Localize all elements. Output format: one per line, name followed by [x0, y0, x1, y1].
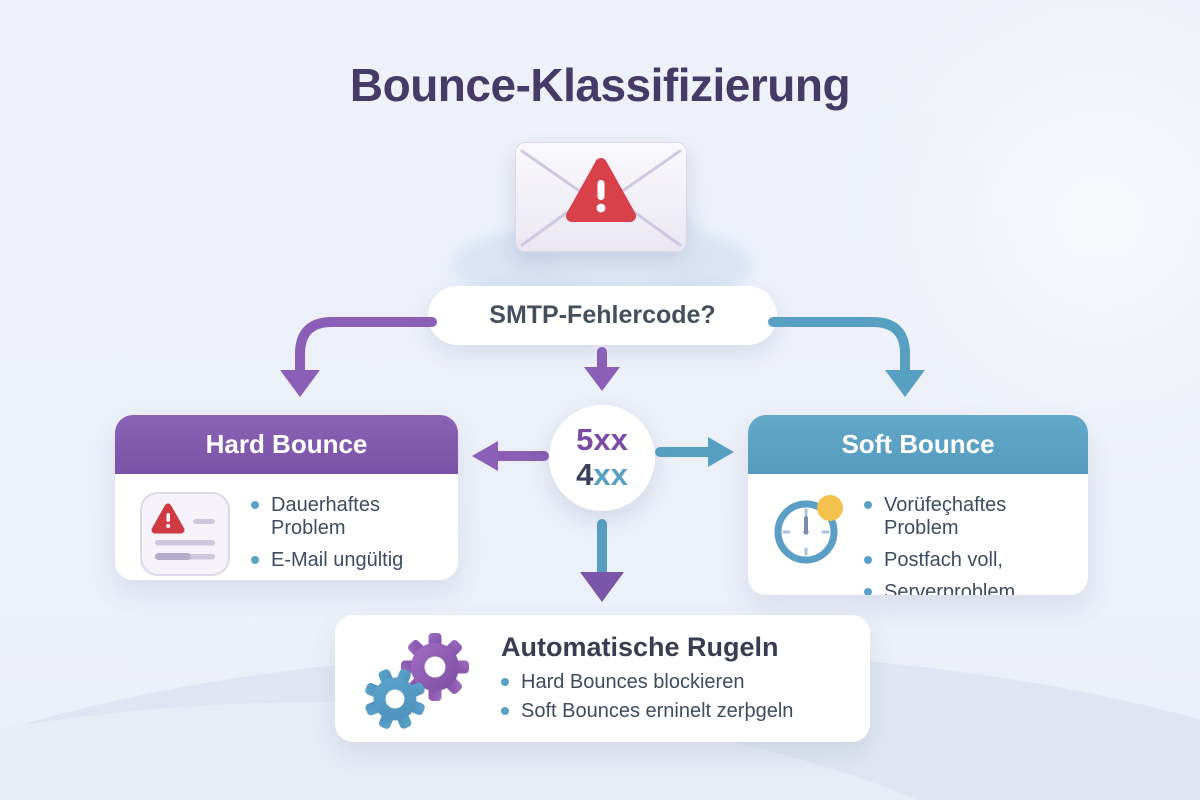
hard-bounce-header: Hard Bounce [115, 415, 458, 474]
hard-bounce-card: Hard Bounce Dauerhaftes Problem E-Mail u… [115, 415, 458, 580]
smtp-code-circle: 5xx 4xx [549, 405, 655, 511]
soft-bounce-card: Soft Bounce Vorüfeçhaftes Problem Postfa… [748, 415, 1088, 595]
bullet-dot-icon [864, 556, 872, 564]
arrow-circle-to-hard [472, 441, 549, 471]
arrow-circle-to-soft [655, 437, 734, 467]
list-item: Serverproblem [864, 581, 1074, 595]
bullet-dot-icon [251, 556, 259, 564]
page-title: Bounce-Klassifizierung [349, 59, 851, 111]
rules-card: Automatische Rugeln Hard Bounces blockie… [335, 615, 870, 742]
arrow-pill-to-hard [280, 317, 437, 397]
list-item: Dauerhaftes Problem [251, 494, 444, 540]
rules-title: Automatische Rugeln [501, 632, 779, 662]
document-alert-icon [140, 492, 230, 576]
question-pill: SMTP-Fehlercode? [428, 286, 777, 345]
code-5xx: 5xx [576, 422, 628, 458]
arrow-pill-to-circle [584, 347, 620, 391]
arrow-circle-to-rules [580, 519, 624, 602]
envelope-alert-icon [515, 142, 687, 252]
bullet-dot-icon [501, 707, 509, 715]
list-item: Soft Bounces erninelt zerþgeln [501, 700, 793, 723]
soft-bounce-bullets: Vorüfeçhaftes Problem Postfach voll, Ser… [864, 494, 1074, 595]
bullet-dot-icon [864, 588, 872, 595]
list-item: E-Mail ungültig [251, 549, 444, 572]
bullet-dot-icon [251, 501, 259, 509]
bullet-dot-icon [501, 678, 509, 686]
code-4xx: 4xx [576, 457, 628, 492]
bullet-dot-icon [864, 501, 872, 509]
gears-icon [365, 633, 469, 729]
list-item: Postfach voll, [864, 549, 1074, 572]
list-item: Hard Bounces blockieren [501, 671, 793, 694]
clock-icon [774, 495, 843, 564]
list-item: Vorüfeçhaftes Problem [864, 494, 1074, 540]
hard-bounce-bullets: Dauerhaftes Problem E-Mail ungültig [251, 494, 444, 580]
rules-bullets: Hard Bounces blockieren Soft Bounces ern… [501, 671, 793, 723]
soft-bounce-header: Soft Bounce [748, 415, 1088, 474]
